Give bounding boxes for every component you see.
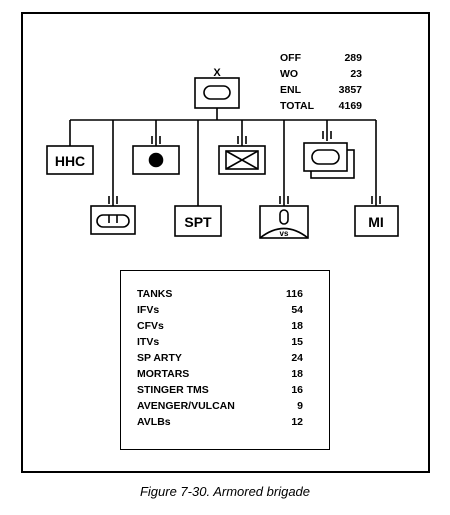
equipment-row: SP ARTY 24 — [137, 352, 303, 364]
air-defense-unit: vs — [259, 196, 309, 239]
hhc-unit: HHC — [46, 145, 94, 175]
field-artillery-unit — [132, 136, 180, 175]
equipment-row: MORTARS 18 — [137, 368, 303, 380]
figure-caption: Figure 7-30. Armored brigade — [139, 484, 311, 499]
personnel-row: TOTAL 4169 — [280, 100, 362, 112]
equipment-row: ITVs 15 — [137, 336, 303, 348]
personnel-row: ENL 3857 — [280, 84, 362, 96]
equipment-row: AVENGER/VULCAN 9 — [137, 400, 303, 412]
air-defense-label: vs — [280, 229, 289, 238]
support-unit: SPT — [174, 205, 222, 237]
personnel-row: WO 23 — [280, 68, 362, 80]
equipment-row: CFVs 18 — [137, 320, 303, 332]
brigade-hq-symbol: X — [194, 67, 240, 120]
echelon-marker: X — [213, 67, 221, 79]
mi-label: MI — [368, 214, 384, 230]
mech-battalion-unit — [90, 196, 136, 235]
figure-frame — [21, 12, 430, 473]
artillery-dot-icon — [148, 152, 164, 168]
equipment-row: TANKS 116 — [137, 288, 303, 300]
personnel-table: OFF 289 WO 23 ENL 3857 TOTAL 4169 — [280, 50, 362, 114]
hhc-label: HHC — [55, 153, 85, 169]
equipment-row: STINGER TMS 16 — [137, 384, 303, 396]
connector-lines — [69, 119, 377, 206]
support-label: SPT — [184, 214, 212, 230]
equipment-row: AVLBs 12 — [137, 416, 303, 428]
equipment-table: TANKS 116 IFVs 54 CFVs 18 ITVs 15 SP ART… — [120, 270, 330, 450]
mi-unit: MI — [354, 196, 399, 237]
equipment-row: IFVs 54 — [137, 304, 303, 316]
engineer-unit — [218, 136, 266, 175]
armor-battalions-unit — [303, 131, 355, 179]
personnel-row: OFF 289 — [280, 52, 362, 64]
